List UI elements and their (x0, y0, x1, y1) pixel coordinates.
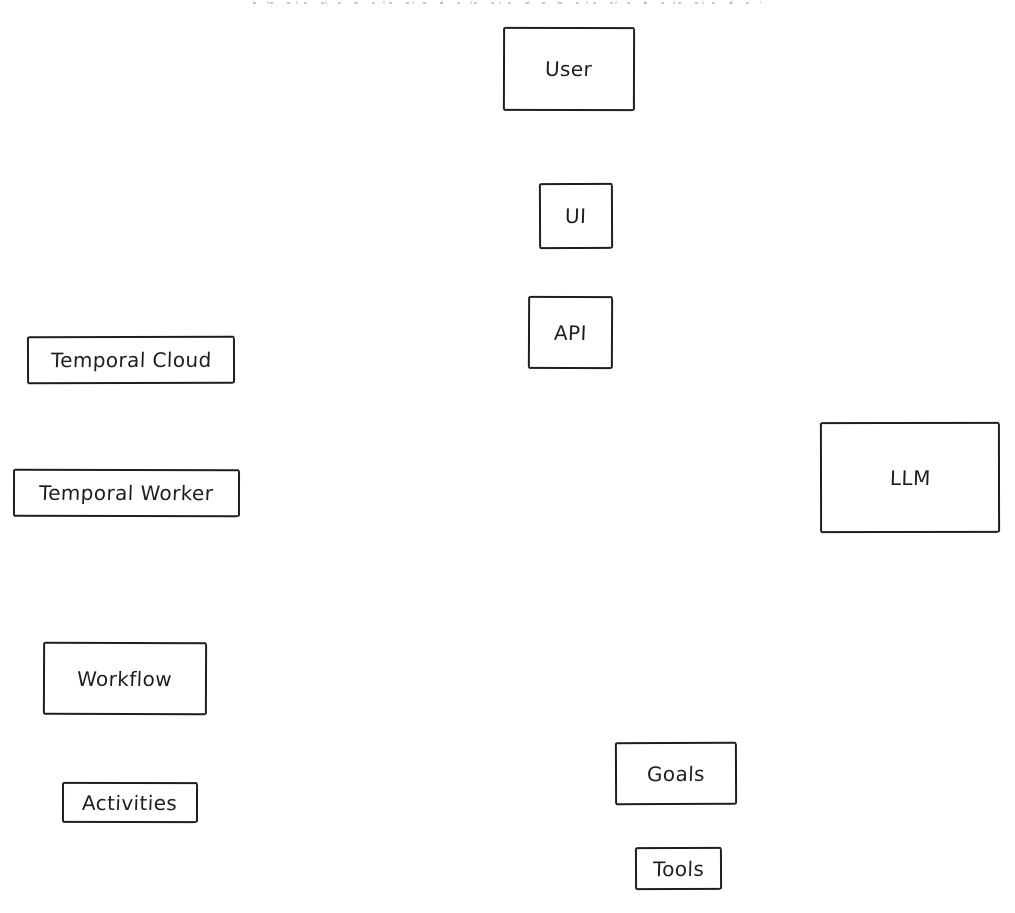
clipped-title-text (253, 0, 761, 4)
node-api-label: API (553, 320, 588, 345)
node-workflow[interactable]: Workflow (42, 641, 208, 716)
node-tools-label: Tools (652, 856, 705, 881)
node-user[interactable]: User (502, 26, 636, 112)
node-api[interactable]: API (527, 295, 614, 370)
node-workflow-label: Workflow (77, 666, 173, 691)
node-user-label: User (544, 56, 594, 82)
node-temporal-cloud[interactable]: Temporal Cloud (26, 335, 236, 385)
node-temporal-worker-label: Temporal Worker (38, 480, 215, 506)
node-ui-label: UI (564, 203, 588, 229)
node-goals[interactable]: Goals (614, 741, 738, 806)
node-activities[interactable]: Activities (61, 781, 199, 824)
node-activities-label: Activities (81, 790, 179, 815)
node-temporal-worker[interactable]: Temporal Worker (12, 468, 241, 518)
node-llm-label: LLM (889, 465, 931, 490)
node-goals-label: Goals (646, 761, 706, 786)
node-temporal-cloud-label: Temporal Cloud (50, 347, 212, 373)
node-ui[interactable]: UI (538, 182, 614, 250)
node-tools[interactable]: Tools (634, 846, 723, 891)
node-llm[interactable]: LLM (819, 421, 1001, 534)
